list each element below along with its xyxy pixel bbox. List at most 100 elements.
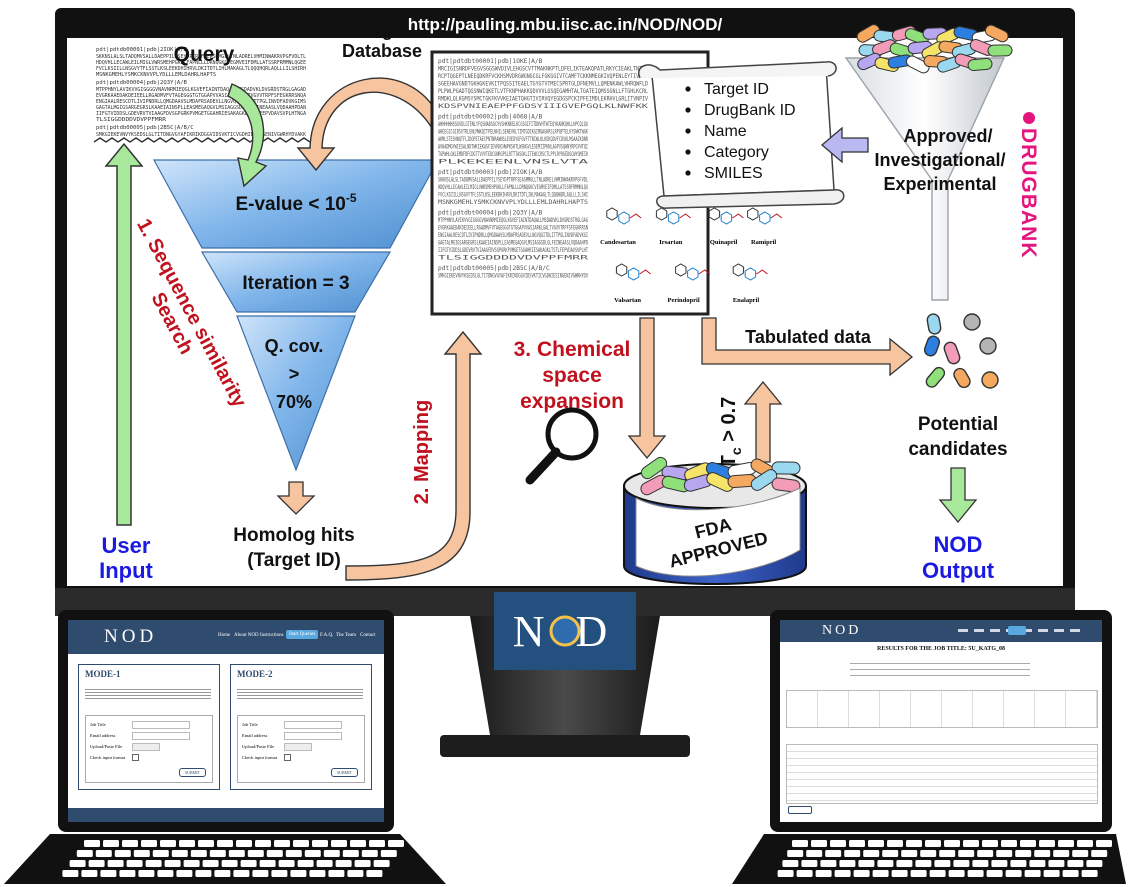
keyboard-key[interactable]: [81, 870, 98, 877]
keyboard-key[interactable]: [297, 860, 314, 867]
keyboard-key[interactable]: [1039, 840, 1055, 847]
keyboard-key[interactable]: [361, 850, 378, 857]
keyboard-key[interactable]: [811, 840, 827, 847]
keyboard-key[interactable]: [76, 850, 93, 857]
keyboard-key[interactable]: [834, 870, 851, 877]
mode1-checkbox[interactable]: [132, 754, 139, 761]
keyboard-key[interactable]: [887, 840, 903, 847]
mode2-checkbox[interactable]: [284, 754, 291, 761]
keyboard-key[interactable]: [1048, 860, 1065, 867]
keyboard-key[interactable]: [323, 850, 340, 857]
keyboard-key[interactable]: [164, 860, 181, 867]
keyboard-key[interactable]: [782, 860, 799, 867]
keyboard-key[interactable]: [347, 870, 364, 877]
left-nav-instructions[interactable]: Instructions: [260, 633, 284, 638]
keyboard-key[interactable]: [925, 840, 941, 847]
keyboard-key[interactable]: [1077, 840, 1093, 847]
keyboard-key[interactable]: [844, 850, 861, 857]
keyboard-key[interactable]: [107, 860, 124, 867]
keyboard-key[interactable]: [977, 850, 994, 857]
keyboard-key[interactable]: [792, 840, 808, 847]
keyboard-key[interactable]: [84, 840, 100, 847]
keyboard-key[interactable]: [183, 860, 200, 867]
keyboard-key[interactable]: [255, 840, 271, 847]
keyboard-key[interactable]: [259, 860, 276, 867]
mode2-input-upload[interactable]: [284, 743, 312, 751]
keyboard-key[interactable]: [944, 840, 960, 847]
keyboard-key[interactable]: [290, 870, 307, 877]
keyboard-key[interactable]: [228, 850, 245, 857]
left-nav-contact[interactable]: Contact: [360, 633, 376, 638]
keyboard-key[interactable]: [1053, 850, 1070, 857]
keyboard-key[interactable]: [991, 860, 1008, 867]
keyboard-key[interactable]: [335, 860, 352, 867]
keyboard-key[interactable]: [114, 850, 131, 857]
results-download-button[interactable]: [788, 806, 812, 814]
keyboard-key[interactable]: [88, 860, 105, 867]
keyboard-key[interactable]: [777, 870, 794, 877]
keyboard-key[interactable]: [825, 850, 842, 857]
keyboard-key[interactable]: [271, 870, 288, 877]
keyboard-key[interactable]: [252, 870, 269, 877]
keyboard-key[interactable]: [373, 860, 390, 867]
keyboard-key[interactable]: [858, 860, 875, 867]
keyboard-key[interactable]: [266, 850, 283, 857]
keyboard-key[interactable]: [122, 840, 138, 847]
keyboard-key[interactable]: [982, 840, 998, 847]
right-nav-active-tab[interactable]: [1008, 626, 1026, 635]
keyboard-key[interactable]: [157, 870, 174, 877]
keyboard-key[interactable]: [133, 850, 150, 857]
keyboard-key[interactable]: [217, 840, 233, 847]
keyboard-key[interactable]: [1010, 860, 1027, 867]
keyboard-key[interactable]: [863, 850, 880, 857]
keyboard-key[interactable]: [342, 850, 359, 857]
keyboard-key[interactable]: [209, 850, 226, 857]
keyboard-key[interactable]: [806, 850, 823, 857]
keyboard-key[interactable]: [1091, 850, 1108, 857]
keyboard-key[interactable]: [801, 860, 818, 867]
keyboard-key[interactable]: [915, 860, 932, 867]
keyboard-key[interactable]: [1081, 870, 1098, 877]
keyboard-key[interactable]: [138, 870, 155, 877]
keyboard-key[interactable]: [95, 850, 112, 857]
keyboard-key[interactable]: [119, 870, 136, 877]
keyboard-key[interactable]: [1043, 870, 1060, 877]
mode2-input-email[interactable]: [284, 732, 342, 740]
keyboard-key[interactable]: [830, 840, 846, 847]
keyboard-key[interactable]: [948, 870, 965, 877]
keyboard-key[interactable]: [1001, 840, 1017, 847]
keyboard-key[interactable]: [160, 840, 176, 847]
keyboard-key[interactable]: [796, 870, 813, 877]
keyboard-key[interactable]: [1067, 860, 1084, 867]
keyboard-key[interactable]: [350, 840, 366, 847]
keyboard-key[interactable]: [1029, 860, 1046, 867]
keyboard-key[interactable]: [293, 840, 309, 847]
keyboard-key[interactable]: [934, 860, 951, 867]
keyboard-key[interactable]: [202, 860, 219, 867]
keyboard-key[interactable]: [369, 840, 385, 847]
keyboard-key[interactable]: [316, 860, 333, 867]
keyboard-key[interactable]: [972, 860, 989, 867]
left-nav-logo[interactable]: NOD: [104, 626, 158, 647]
keyboard-key[interactable]: [152, 850, 169, 857]
left-nav-about[interactable]: About NOD: [234, 633, 259, 638]
keyboard-key[interactable]: [868, 840, 884, 847]
keyboard-key[interactable]: [366, 870, 383, 877]
keyboard-key[interactable]: [145, 860, 162, 867]
keyboard-key[interactable]: [176, 870, 193, 877]
keyboard-key[interactable]: [853, 870, 870, 877]
keyboard-key[interactable]: [141, 840, 157, 847]
keyboard-key[interactable]: [839, 860, 856, 867]
keyboard-key[interactable]: [815, 870, 832, 877]
keyboard-key[interactable]: [1015, 850, 1032, 857]
keyboard-key[interactable]: [236, 840, 252, 847]
mode1-input-jobtitle[interactable]: [132, 721, 190, 729]
keyboard-key[interactable]: [1024, 870, 1041, 877]
keyboard-key[interactable]: [906, 840, 922, 847]
keyboard-key[interactable]: [787, 850, 804, 857]
mode2-input-jobtitle[interactable]: [284, 721, 342, 729]
keyboard-key[interactable]: [380, 850, 397, 857]
keyboard-key[interactable]: [996, 850, 1013, 857]
keyboard-key[interactable]: [1096, 840, 1112, 847]
keyboard-key[interactable]: [354, 860, 371, 867]
